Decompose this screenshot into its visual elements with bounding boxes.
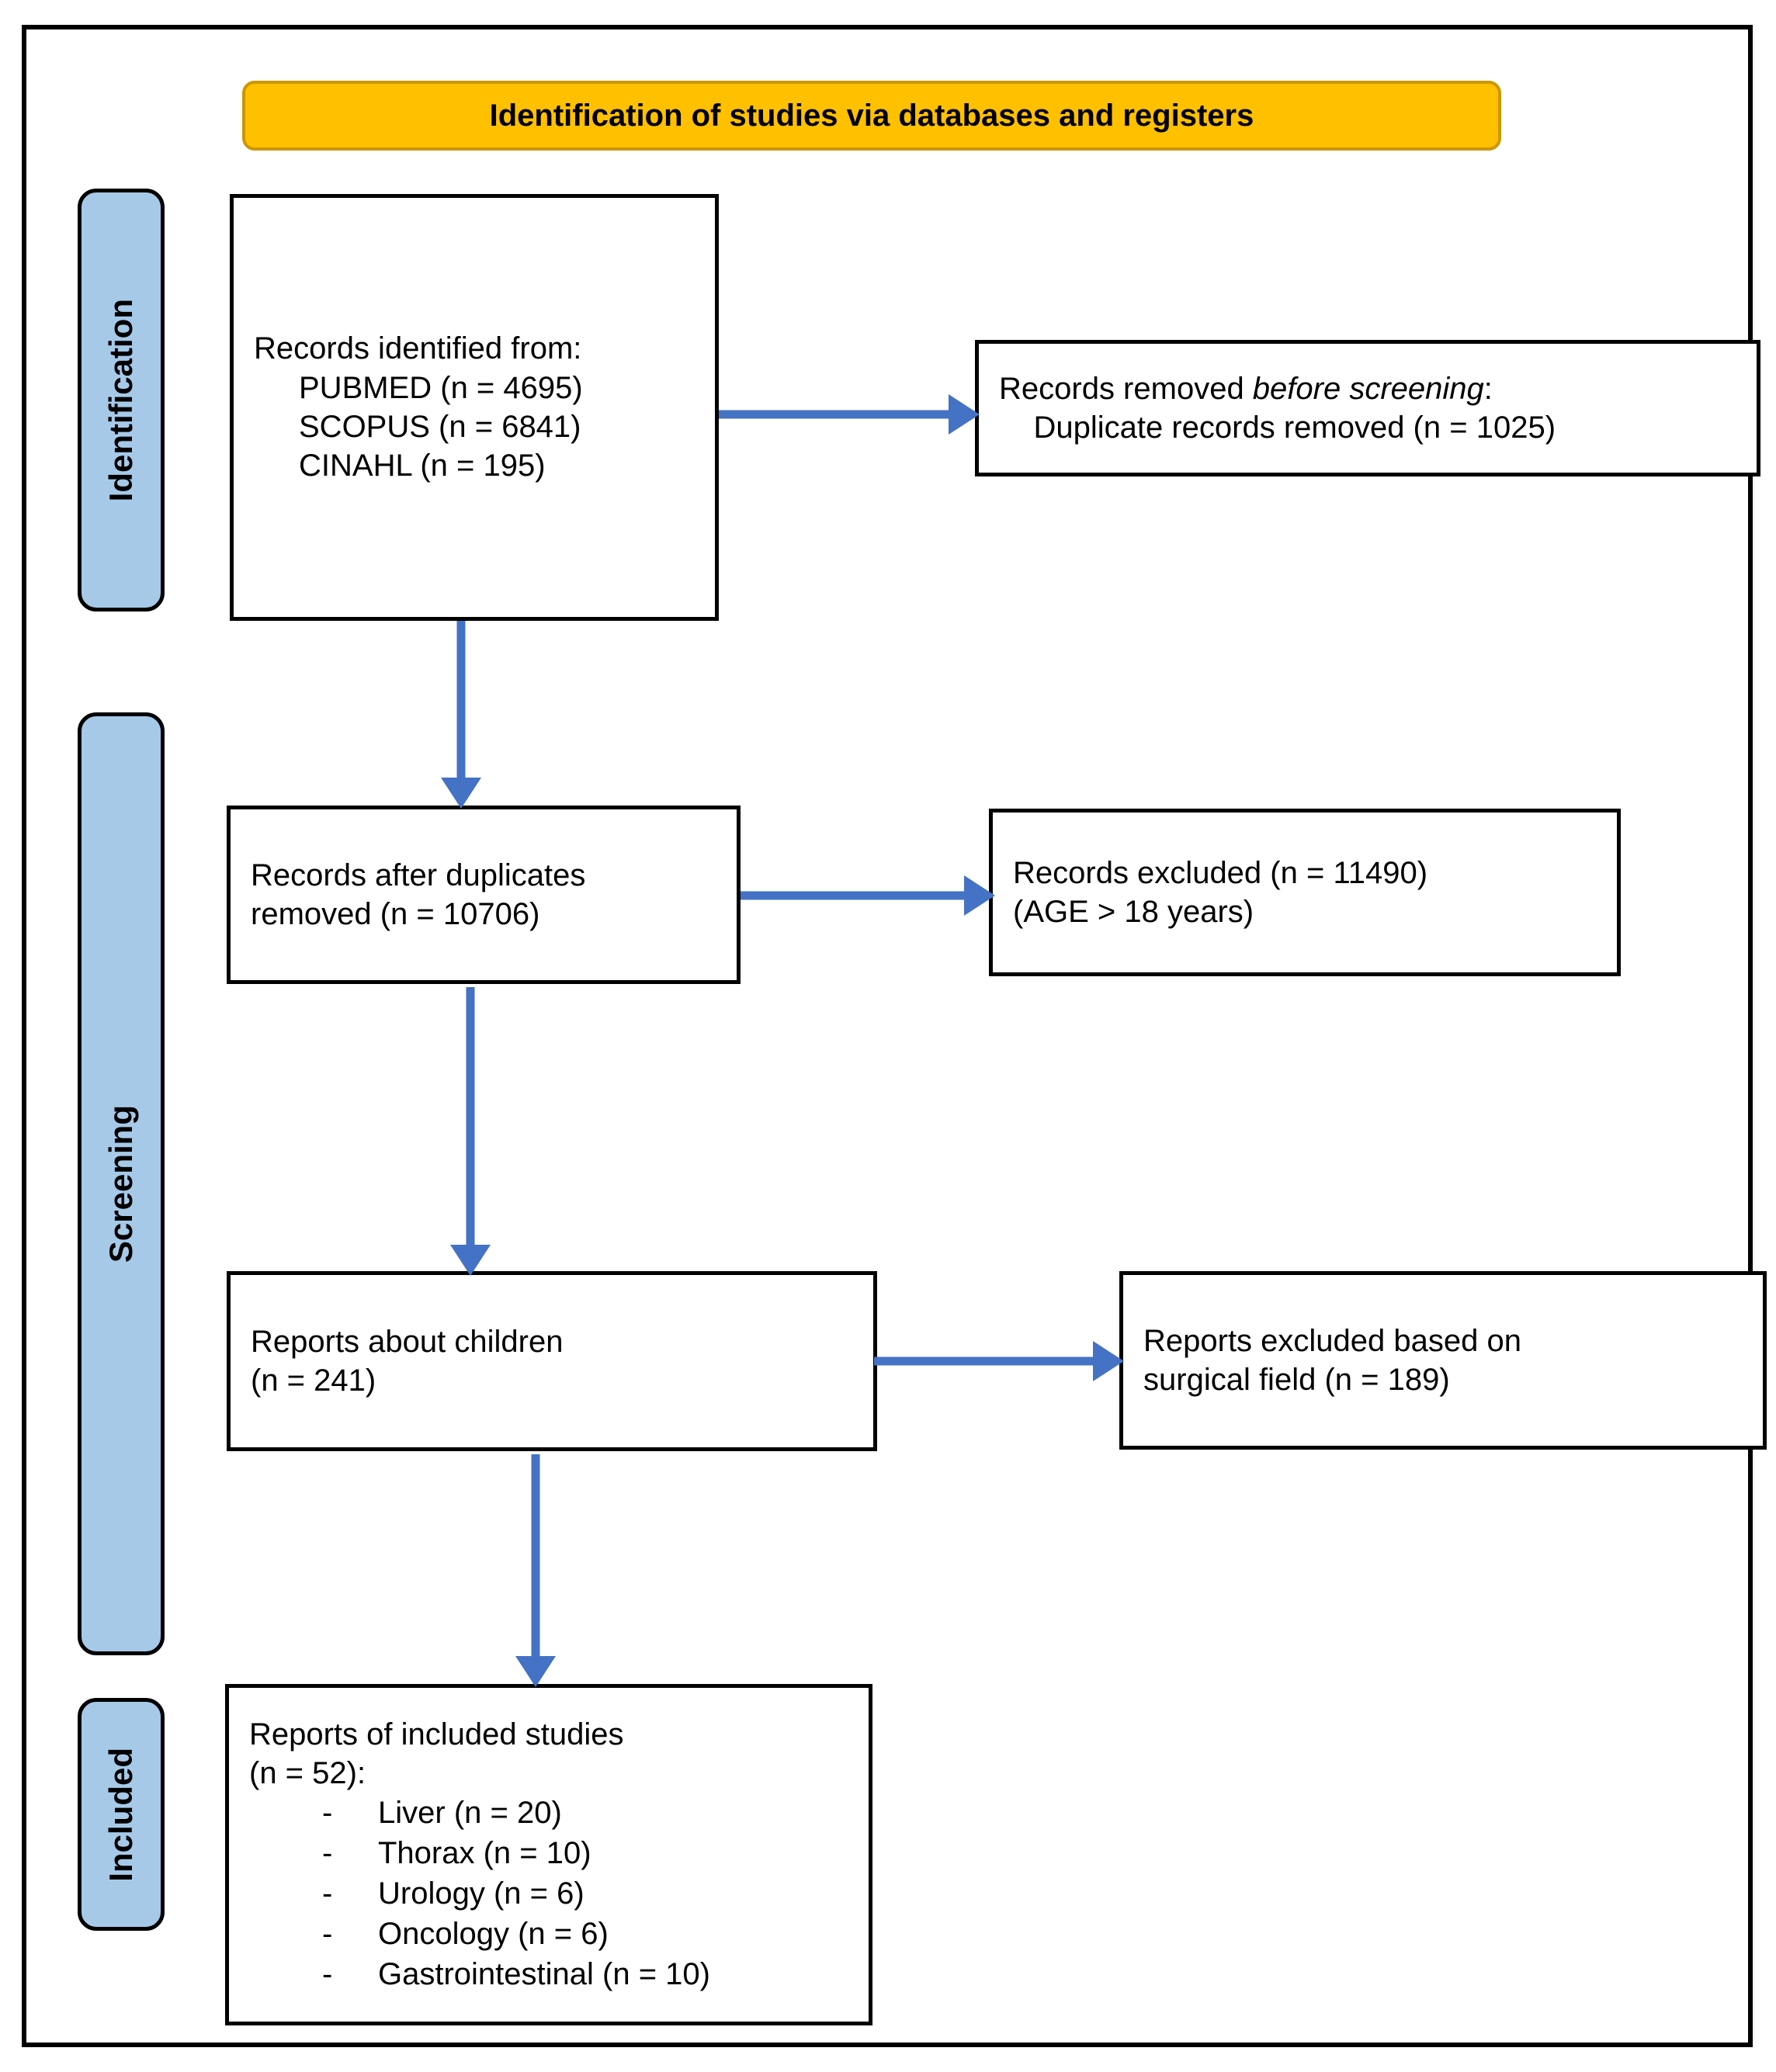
reports-included-list: - Liver (n = 20) - Thorax (n = 10) - Uro… (229, 1793, 869, 1994)
records-identified-title: Records identified from: (254, 331, 582, 366)
stage-label-included: Included (78, 1698, 165, 1931)
reports-included-line1: Reports of included studies (249, 1717, 624, 1751)
arrow-after-duplicates-to-excluded-icon (741, 874, 995, 917)
reports-excluded-line2: surgical field (n = 189) (1143, 1363, 1450, 1397)
arrow-identified-to-after-duplicates-icon (436, 621, 486, 809)
arrow-shaft (456, 621, 466, 781)
arrow-identified-to-removed-icon (719, 393, 980, 436)
stage-label-identification-text: Identification (102, 298, 139, 502)
stage-label-screening: Screening (78, 712, 165, 1655)
arrow-head (964, 875, 995, 916)
arrow-head (515, 1656, 556, 1687)
list-item-label: Gastrointestinal (n = 10) (378, 1957, 710, 1992)
box-reports-included: Reports of included studies (n = 52): - … (225, 1684, 872, 2025)
reports-included-line2: (n = 52): (249, 1756, 366, 1790)
box-reports-about-children: Reports about children (n = 241) (227, 1271, 877, 1451)
bullet-dash-icon: - (322, 1917, 333, 1952)
arrow-shaft (741, 891, 967, 900)
arrow-head (1093, 1341, 1124, 1381)
records-removed-heading: Records removed before screening: (979, 369, 1757, 408)
reports-children-line1: Reports about children (251, 1324, 564, 1359)
banner-title: Identification of studies via databases … (489, 99, 1254, 133)
bullet-dash-icon: - (322, 1796, 333, 1831)
reports-excluded-line1: Reports excluded based on (1143, 1323, 1521, 1358)
list-item: - Urology (n = 6) (229, 1873, 869, 1914)
records-after-duplicates-line2: removed (n = 10706) (251, 897, 540, 931)
bullet-dash-icon: - (322, 1957, 333, 1992)
stage-label-included-text: Included (102, 1747, 139, 1882)
arrow-after-duplicates-to-children-icon (446, 987, 495, 1276)
records-identified-source-scopus: SCOPUS (n = 6841) (299, 410, 581, 444)
records-identified-source-cinahl: CINAHL (n = 195) (299, 449, 546, 483)
list-item: - Oncology (n = 6) (229, 1914, 869, 1954)
box-records-after-duplicates: Records after duplicates removed (n = 10… (227, 806, 741, 984)
box-records-identified: Records identified from: PUBMED (n = 469… (230, 194, 719, 621)
records-excluded-line2: (AGE > 18 years) (1013, 895, 1254, 929)
list-item: - Thorax (n = 10) (229, 1833, 869, 1873)
arrow-head (450, 1245, 491, 1276)
arrow-shaft (874, 1357, 1096, 1366)
list-item: - Gastrointestinal (n = 10) (229, 1954, 869, 1994)
arrow-head (441, 778, 481, 809)
list-item-label: Urology (n = 6) (378, 1876, 584, 1911)
records-excluded-line1: Records excluded (n = 11490) (1013, 855, 1428, 890)
figure-frame: Identification of studies via databases … (22, 25, 1767, 2047)
list-item-label: Liver (n = 20) (378, 1796, 562, 1831)
records-identified-source-pubmed: PUBMED (n = 4695) (299, 370, 583, 405)
stage-label-identification: Identification (78, 189, 165, 612)
bullet-dash-icon: - (322, 1836, 333, 1871)
identification-banner: Identification of studies via databases … (242, 81, 1501, 151)
arrow-shaft (531, 1454, 540, 1659)
arrow-shaft (719, 410, 952, 419)
list-item-label: Thorax (n = 10) (378, 1836, 591, 1871)
records-removed-heading-italic: before screening (1252, 371, 1484, 406)
arrow-shaft (466, 987, 475, 1248)
stage-label-screening-text: Screening (102, 1104, 139, 1263)
box-records-removed-before-screening: Records removed before screening: Duplic… (975, 340, 1760, 476)
arrow-children-to-included-icon (511, 1454, 560, 1687)
box-reports-excluded: Reports excluded based on surgical field… (1119, 1271, 1767, 1450)
records-removed-heading-prefix: Records removed (999, 371, 1253, 406)
reports-children-line2: (n = 241) (251, 1363, 376, 1398)
records-after-duplicates-line1: Records after duplicates (251, 858, 586, 892)
list-item: - Liver (n = 20) (229, 1793, 869, 1833)
box-records-excluded: Records excluded (n = 11490) (AGE > 18 y… (989, 809, 1621, 976)
list-item-label: Oncology (n = 6) (378, 1917, 609, 1952)
bullet-dash-icon: - (322, 1876, 333, 1911)
records-removed-heading-suffix: : (1483, 371, 1493, 406)
records-removed-duplicates: Duplicate records removed (n = 1025) (999, 411, 1556, 445)
arrow-head (949, 394, 980, 435)
arrow-children-to-reports-excluded-icon (874, 1339, 1124, 1383)
